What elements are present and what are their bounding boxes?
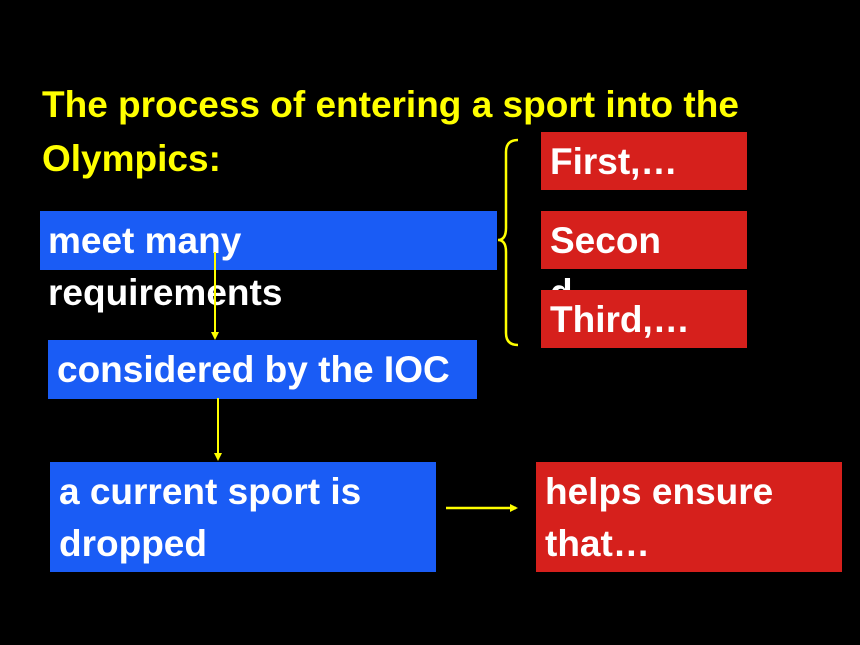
result-label: helps ensure that…	[545, 471, 774, 564]
point-label-first: First,…	[550, 141, 678, 182]
step-box-dropped	[50, 462, 436, 572]
step-label-requirements: meet many requirements	[48, 220, 283, 313]
point-box-first	[541, 132, 747, 190]
point-box-second	[541, 211, 747, 269]
step-box-considered	[48, 340, 477, 399]
step-label-dropped: a current sport is dropped	[59, 471, 362, 564]
step-label-considered: considered by the IOC	[57, 349, 450, 390]
slide-title: The process of entering a sport into the…	[42, 84, 739, 179]
point-label-third: Third,…	[550, 299, 690, 340]
result-box	[536, 462, 842, 572]
step-box-requirements	[40, 211, 497, 270]
point-box-third	[541, 290, 747, 348]
